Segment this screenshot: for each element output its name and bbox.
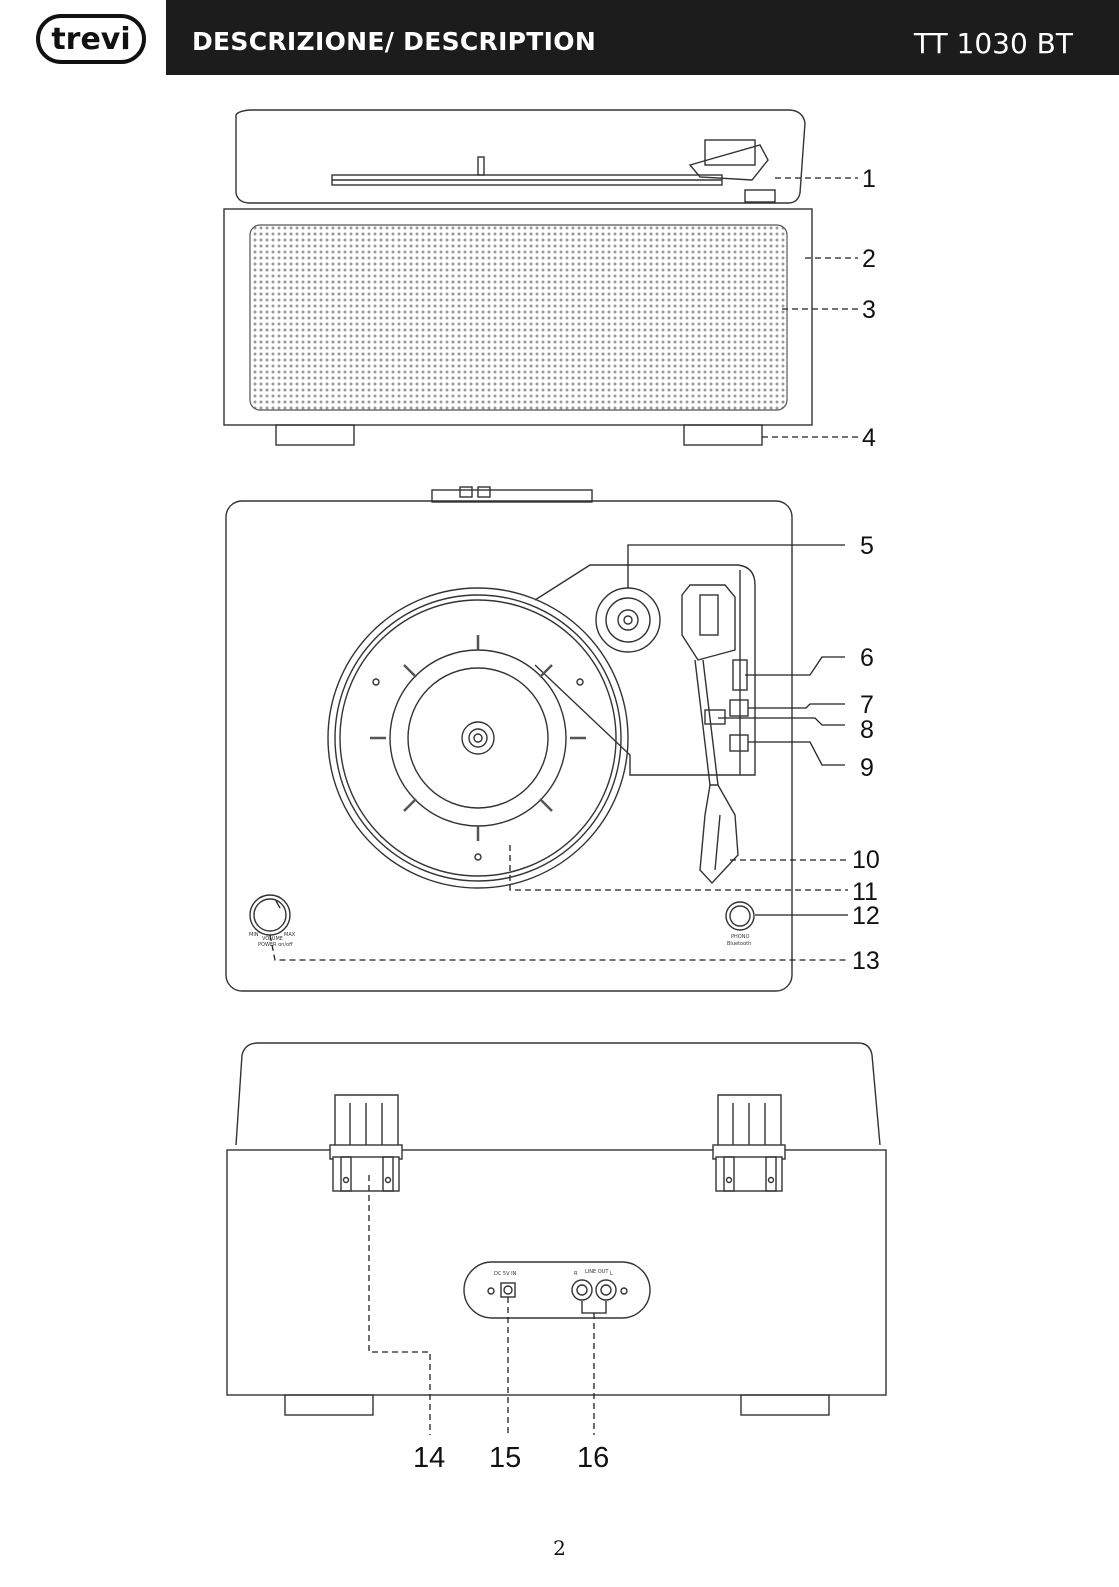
top-view-figure: MIN MAX VOLUME POWER on/off PHONO Blueto… bbox=[0, 485, 1119, 1005]
rear-foot-left bbox=[285, 1395, 373, 1415]
callout-12: 12 bbox=[852, 902, 880, 930]
auto-stop bbox=[730, 735, 748, 751]
arm-lift bbox=[730, 700, 748, 716]
trevi-logo: trevi bbox=[36, 14, 146, 64]
svg-text:Bluetooth: Bluetooth bbox=[727, 941, 751, 947]
front-view-figure: 1 2 3 4 bbox=[0, 105, 1119, 465]
callout-9: 9 bbox=[860, 754, 874, 782]
hinge-right bbox=[713, 1095, 785, 1191]
callout-3: 3 bbox=[862, 296, 876, 324]
svg-text:LINE OUT: LINE OUT bbox=[585, 1269, 609, 1275]
page-number: 2 bbox=[0, 1536, 1119, 1560]
svg-text:MAX: MAX bbox=[284, 932, 296, 938]
brand-logo-box: trevi bbox=[0, 0, 166, 75]
callout-14: 14 bbox=[413, 1442, 445, 1474]
connector-panel bbox=[464, 1262, 650, 1318]
callout-4: 4 bbox=[862, 424, 876, 452]
line-out-right bbox=[572, 1280, 592, 1300]
callout-5: 5 bbox=[860, 532, 874, 560]
svg-text:R: R bbox=[574, 1271, 578, 1277]
logo-text: trevi bbox=[51, 22, 130, 57]
tonearm-counterweight bbox=[682, 585, 735, 660]
callout-13: 13 bbox=[852, 947, 880, 975]
title-bar: DESCRIZIONE/ DESCRIPTION TT 1030 BT bbox=[166, 0, 1119, 75]
callout-8: 8 bbox=[860, 716, 874, 744]
callout-2: 2 bbox=[862, 245, 876, 273]
rear-foot-right bbox=[741, 1395, 829, 1415]
rear-lid bbox=[236, 1043, 880, 1145]
svg-text:MIN: MIN bbox=[249, 932, 259, 938]
foot-right bbox=[684, 425, 762, 445]
model-name: TT 1030 BT bbox=[914, 27, 1073, 60]
section-title: DESCRIZIONE/ DESCRIPTION bbox=[192, 27, 596, 56]
top-body bbox=[226, 501, 792, 991]
foot-left bbox=[276, 425, 354, 445]
callout-16: 16 bbox=[577, 1442, 609, 1474]
rear-view-figure: DC 5V IN LINE OUT R L 14 15 16 bbox=[0, 1035, 1119, 1490]
line-out-left bbox=[596, 1280, 616, 1300]
page-header: trevi DESCRIZIONE/ DESCRIPTION TT 1030 B… bbox=[0, 0, 1119, 75]
callout-6: 6 bbox=[860, 644, 874, 672]
headshell bbox=[700, 785, 738, 883]
dc-in-jack bbox=[501, 1283, 515, 1297]
spindle bbox=[462, 722, 494, 754]
svg-text:L: L bbox=[610, 1271, 613, 1277]
hinge-left bbox=[330, 1095, 402, 1191]
rear-body bbox=[227, 1150, 886, 1395]
speaker-grille bbox=[250, 225, 787, 410]
callout-1: 1 bbox=[862, 165, 876, 193]
callout-10: 10 bbox=[852, 846, 880, 874]
callout-15: 15 bbox=[489, 1442, 521, 1474]
tonearm-plate bbox=[535, 565, 755, 775]
callout-7: 7 bbox=[860, 691, 874, 719]
svg-text:DC 5V IN: DC 5V IN bbox=[494, 1271, 517, 1277]
svg-text:POWER on/off: POWER on/off bbox=[258, 942, 293, 948]
volume-knob bbox=[250, 895, 290, 935]
svg-text:PHONO: PHONO bbox=[731, 934, 749, 940]
